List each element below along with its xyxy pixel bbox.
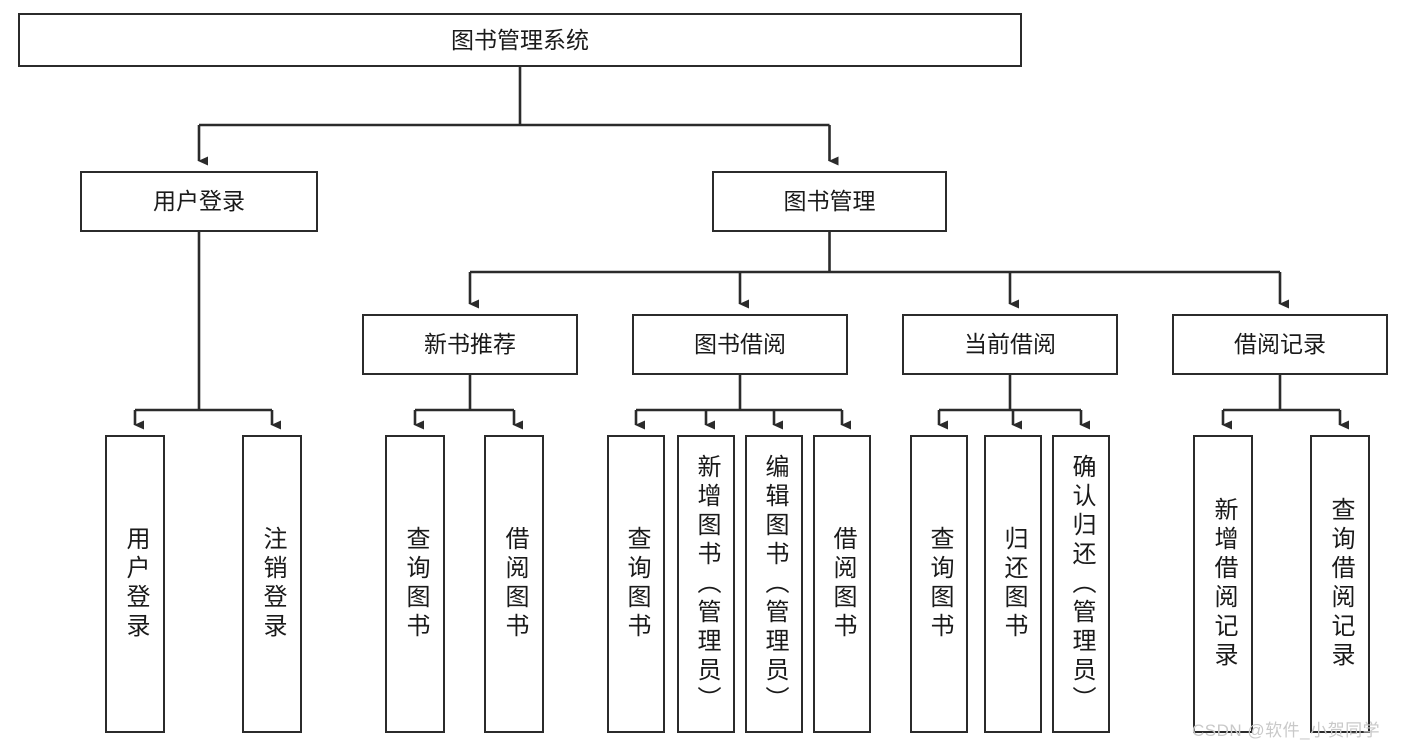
node-leaf-borrow-book-2[interactable]: 借阅图书 xyxy=(813,435,871,733)
node-label: 查询图书 xyxy=(623,526,650,642)
node-leaf-logout[interactable]: 注销登录 xyxy=(242,435,302,733)
node-label: 借阅图书 xyxy=(829,526,856,642)
node-leaf-return-book[interactable]: 归还图书 xyxy=(984,435,1042,733)
node-leaf-user-login[interactable]: 用户登录 xyxy=(105,435,165,733)
node-label: 查询图书 xyxy=(402,526,429,642)
node-label: 编辑图书（管理员） xyxy=(761,453,788,715)
node-label: 图书管理 xyxy=(783,188,876,215)
node-leaf-borrow-book-1[interactable]: 借阅图书 xyxy=(484,435,544,733)
csdn-watermark: CSDN @软件_小贺同学 xyxy=(1192,721,1381,740)
node-book-management[interactable]: 图书管理 xyxy=(712,171,947,232)
node-borrow-record[interactable]: 借阅记录 xyxy=(1172,314,1388,375)
node-leaf-query-book-2[interactable]: 查询图书 xyxy=(607,435,665,733)
node-leaf-edit-book-admin[interactable]: 编辑图书（管理员） xyxy=(745,435,803,733)
node-leaf-confirm-return[interactable]: 确认归还（管理员） xyxy=(1052,435,1110,733)
node-label: 新增图书（管理员） xyxy=(693,453,720,715)
node-label: 借阅图书 xyxy=(501,526,528,642)
node-label: 查询借阅记录 xyxy=(1327,497,1354,671)
node-label: 新书推荐 xyxy=(424,331,516,358)
node-leaf-add-book-admin[interactable]: 新增图书（管理员） xyxy=(677,435,735,733)
node-new-book-recommend[interactable]: 新书推荐 xyxy=(362,314,578,375)
node-label: 当前借阅 xyxy=(964,331,1056,358)
node-label: 确认归还（管理员） xyxy=(1068,453,1095,715)
node-label: 图书管理系统 xyxy=(451,26,589,53)
node-current-borrow[interactable]: 当前借阅 xyxy=(902,314,1118,375)
node-user-login[interactable]: 用户登录 xyxy=(80,171,318,232)
node-label: 用户登录 xyxy=(153,188,245,215)
node-book-borrow[interactable]: 图书借阅 xyxy=(632,314,848,375)
node-label: 用户登录 xyxy=(122,526,149,642)
node-label: 图书借阅 xyxy=(694,331,786,358)
node-label: 注销登录 xyxy=(259,526,286,642)
node-leaf-query-book-1[interactable]: 查询图书 xyxy=(385,435,445,733)
node-leaf-query-record[interactable]: 查询借阅记录 xyxy=(1310,435,1370,733)
node-label: 归还图书 xyxy=(1000,526,1027,642)
node-leaf-query-book-3[interactable]: 查询图书 xyxy=(910,435,968,733)
node-root[interactable]: 图书管理系统 xyxy=(18,13,1022,67)
node-label: 借阅记录 xyxy=(1234,331,1326,358)
node-label: 查询图书 xyxy=(926,526,953,642)
node-label: 新增借阅记录 xyxy=(1210,497,1237,671)
node-leaf-add-record[interactable]: 新增借阅记录 xyxy=(1193,435,1253,733)
